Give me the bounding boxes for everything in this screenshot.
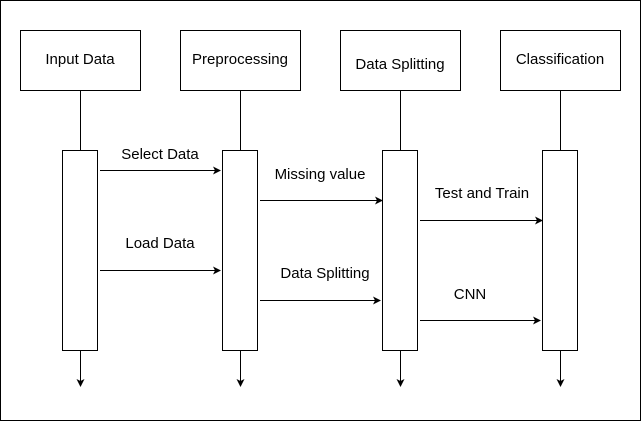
participant-preprocessing: Preprocessing xyxy=(180,30,301,387)
participant-box xyxy=(20,30,141,91)
participant-box xyxy=(180,30,301,91)
message-label: Select Data xyxy=(121,146,199,163)
message-cnn: CNN xyxy=(420,286,541,325)
participant-box xyxy=(500,30,621,91)
message-label: Data Splitting xyxy=(280,265,369,282)
message-label: Missing value xyxy=(275,166,366,183)
activation-bar xyxy=(382,150,418,351)
activation-bar xyxy=(62,150,98,351)
message-data-splitting: Data Splitting xyxy=(260,265,381,305)
message-label: CNN xyxy=(454,286,487,303)
message-missing-value: Missing value xyxy=(260,166,383,205)
message-select-data: Select Data xyxy=(100,146,221,175)
participant-label: Preprocessing xyxy=(192,51,288,68)
participant-label: Classification xyxy=(516,51,604,68)
participant-label: Data Splitting xyxy=(355,56,444,73)
activation-bar xyxy=(222,150,258,351)
message-label: Load Data xyxy=(125,235,195,252)
participant-data-splitting: Data Splitting xyxy=(340,30,461,387)
activation-bar xyxy=(542,150,578,351)
participant-box xyxy=(340,30,461,91)
message-load-data: Load Data xyxy=(100,235,221,275)
message-label: Test and Train xyxy=(435,185,529,202)
participant-label: Input Data xyxy=(45,51,115,68)
message-test-and-train: Test and Train xyxy=(420,185,543,225)
participant-input-data: Input Data xyxy=(20,30,141,387)
participant-classification: Classification xyxy=(500,30,621,387)
